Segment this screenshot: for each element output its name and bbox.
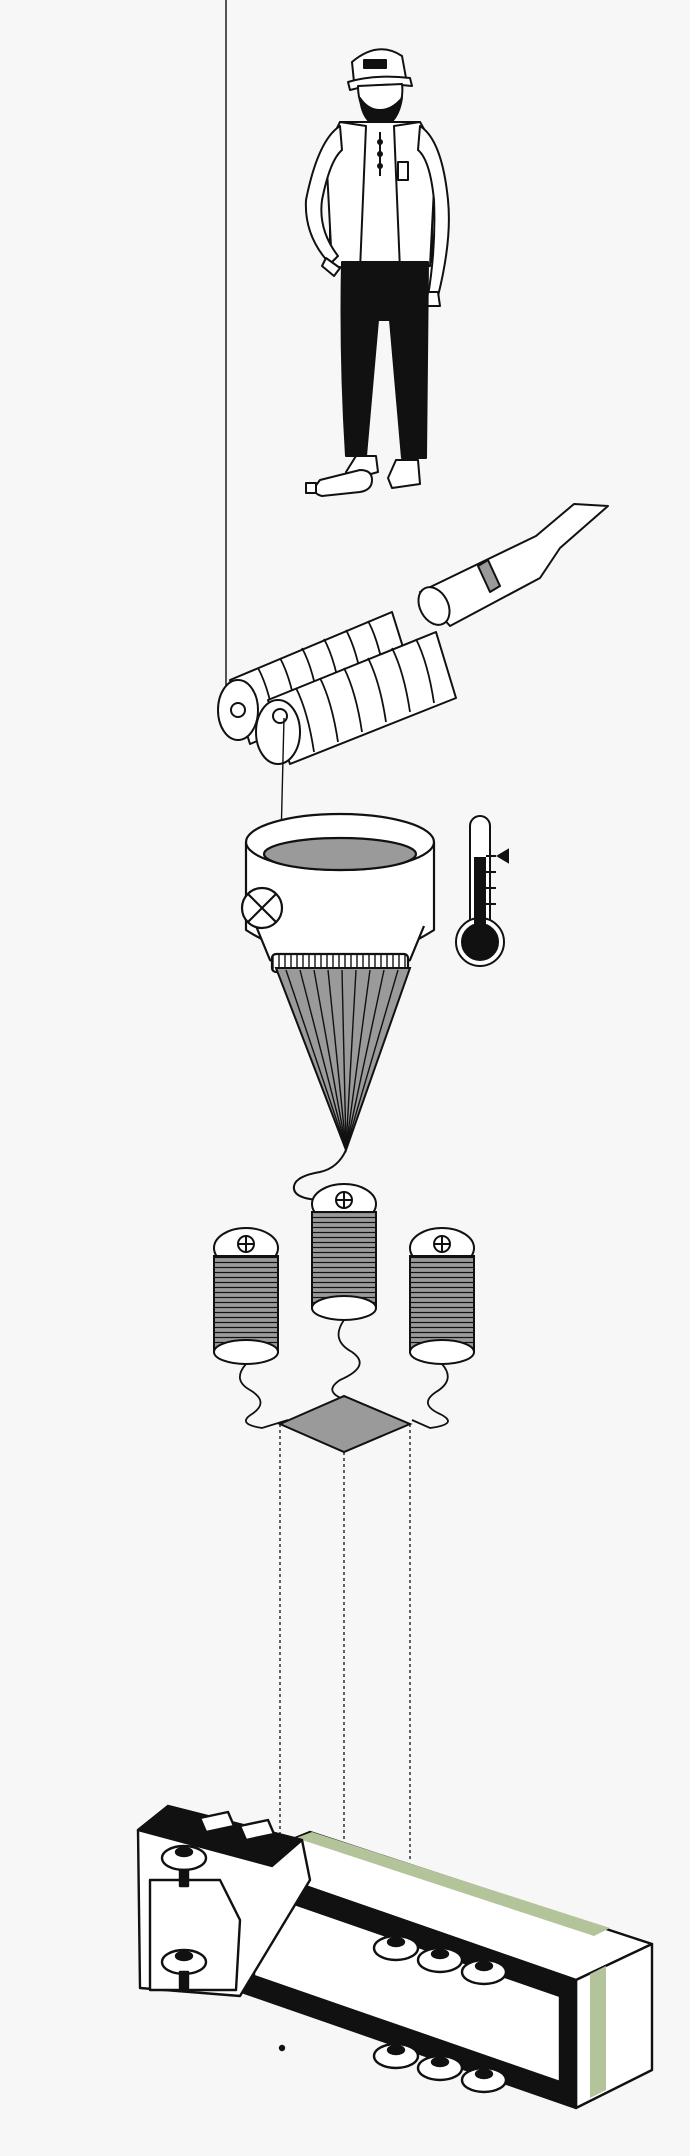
- person-icon: [304, 48, 450, 497]
- yarn-spools-icon: [213, 1183, 475, 1429]
- sneaker-icon: [136, 1804, 654, 2110]
- shredder-rollers-icon: [217, 503, 609, 765]
- projection-lines: [279, 1424, 411, 1890]
- melting-vat-icon: [240, 812, 436, 981]
- fabric-swatch-icon: [277, 1394, 413, 1454]
- spinneret-cone-icon: [274, 967, 412, 1201]
- thermometer-icon: [455, 815, 509, 967]
